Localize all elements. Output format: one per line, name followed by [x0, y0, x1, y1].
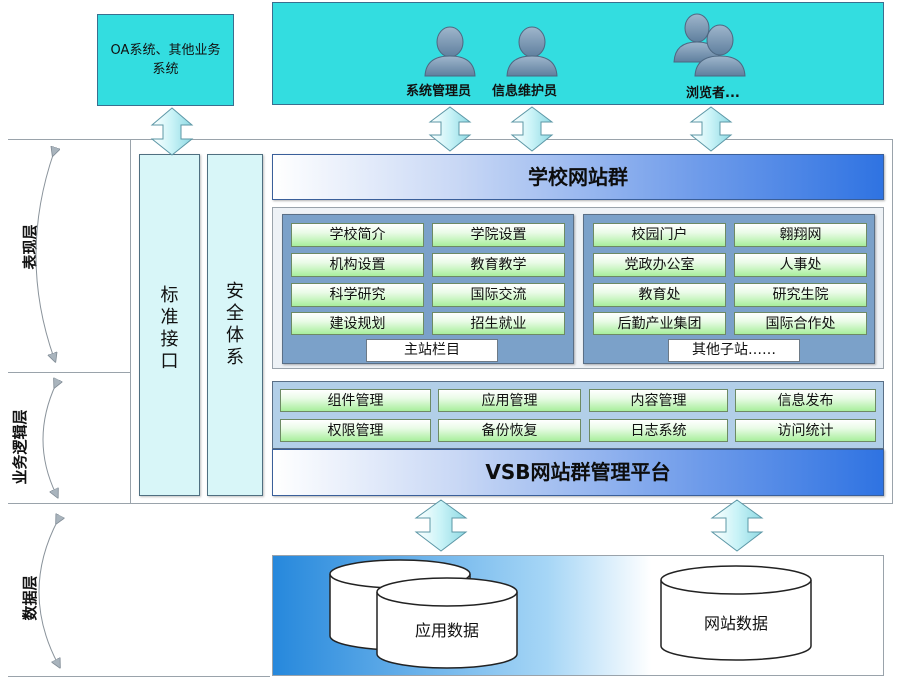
site-data-label: 网站数据 — [704, 614, 768, 633]
vsb-platform-bar: VSB网站群管理平台 — [272, 449, 884, 496]
user-label-visitor: 浏览者... — [686, 86, 740, 101]
management-item[interactable]: 访问统计 — [735, 419, 876, 442]
sub-site-item[interactable]: 国际合作处 — [734, 312, 867, 335]
arrow-site-data — [710, 499, 764, 552]
arrow-oa-to-interface — [150, 107, 194, 156]
arrow-visitor — [689, 106, 733, 152]
management-item[interactable]: 备份恢复 — [438, 419, 581, 442]
main-site-columns-button[interactable]: 主站栏目 — [366, 339, 498, 362]
main-site-item[interactable]: 教育教学 — [432, 253, 565, 277]
layer-divider-bottom — [8, 676, 270, 677]
main-site-item[interactable]: 建设规划 — [291, 312, 424, 335]
layer-divider-top — [8, 139, 130, 140]
main-site-item[interactable]: 国际交流 — [432, 283, 565, 307]
main-site-item[interactable]: 学院设置 — [432, 223, 565, 247]
main-site-item[interactable]: 学校简介 — [291, 223, 424, 247]
main-site-item[interactable]: 科学研究 — [291, 283, 424, 307]
standard-interface-pillar: 标准接口 — [139, 154, 200, 496]
user-label-admin: 系统管理员 — [406, 84, 472, 99]
people-group-icon — [673, 13, 746, 77]
app-data-cylinder: 应用数据 — [376, 577, 518, 669]
layer-divider-presentation-business — [8, 372, 130, 373]
main-site-item[interactable]: 招生就业 — [432, 312, 565, 335]
sub-site-item[interactable]: 教育处 — [593, 283, 726, 307]
arrow-app-data — [414, 499, 468, 552]
school-sites-bar: 学校网站群 — [272, 154, 884, 200]
management-item[interactable]: 内容管理 — [589, 389, 728, 412]
person-icon — [424, 26, 476, 77]
user-label-maintainer: 信息维护员 — [492, 84, 558, 99]
sub-site-item[interactable]: 翱翔网 — [734, 223, 867, 247]
security-system-pillar: 安全体系 — [207, 154, 263, 496]
standard-interface-label: 标准接口 — [160, 285, 179, 372]
oa-systems-label: OA系统、其他业务系统 — [110, 43, 221, 77]
sub-site-item[interactable]: 研究生院 — [734, 283, 867, 307]
sub-site-item[interactable]: 党政办公室 — [593, 253, 726, 277]
person-icon — [506, 26, 558, 77]
management-item[interactable]: 组件管理 — [280, 389, 431, 412]
security-system-label: 安全体系 — [226, 281, 244, 368]
app-data-label: 应用数据 — [415, 621, 479, 640]
other-sub-sites-button[interactable]: 其他子站…… — [668, 339, 800, 362]
management-item[interactable]: 应用管理 — [438, 389, 581, 412]
presentation-layer-arrow — [35, 152, 54, 358]
management-item[interactable]: 日志系统 — [589, 419, 728, 442]
business-layer-arrow — [42, 384, 56, 494]
management-item[interactable]: 信息发布 — [735, 389, 876, 412]
site-data-cylinder: 网站数据 — [660, 565, 812, 661]
sub-site-item[interactable]: 人事处 — [734, 253, 867, 277]
sub-site-item[interactable]: 后勤产业集团 — [593, 312, 726, 335]
oa-systems-box: OA系统、其他业务系统 — [97, 14, 234, 106]
users-box — [272, 2, 884, 105]
management-item[interactable]: 权限管理 — [280, 419, 431, 442]
data-layer-arrow — [38, 520, 58, 664]
main-site-item[interactable]: 机构设置 — [291, 253, 424, 277]
sub-site-item[interactable]: 校园门户 — [593, 223, 726, 247]
arrow-maintainer — [510, 106, 554, 152]
arrow-admin — [428, 106, 472, 152]
